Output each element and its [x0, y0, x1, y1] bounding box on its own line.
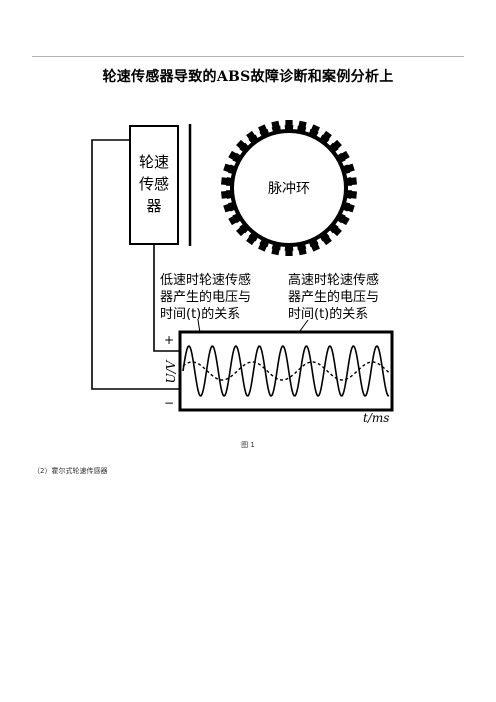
- low-speed-label-3: 时间(t)的关系: [160, 306, 240, 322]
- ring-tooth: [285, 120, 293, 128]
- minus-sign: −: [164, 396, 174, 410]
- ring-notch: [235, 148, 243, 156]
- ring-notch: [255, 237, 262, 245]
- y-axis-label: U/V: [164, 359, 178, 383]
- ring-tooth: [271, 120, 281, 131]
- ring-tooth: [331, 139, 342, 151]
- ring-tooth: [271, 245, 281, 256]
- ring-notch: [305, 243, 311, 250]
- ring-tooth: [321, 234, 332, 246]
- high-speed-waveform: [182, 344, 390, 398]
- ring-tooth: [246, 234, 257, 246]
- ring-tooth: [310, 124, 320, 135]
- ring-notch: [225, 185, 230, 191]
- header-rule: [32, 56, 464, 57]
- ring-notch: [316, 237, 323, 245]
- ring-notch: [305, 126, 311, 133]
- ring-notch: [346, 172, 353, 178]
- sensor-label-line1: 轮速: [139, 153, 169, 171]
- ring-tooth: [223, 163, 234, 173]
- wheel-speed-sensor-diagram: 轮速 传感 器 脉冲环 低速时轮速传感 器产生的电压与 时间(t)的关系 高速时…: [91, 120, 394, 425]
- sensor-label-line2: 传感: [139, 175, 169, 193]
- ring-notch: [267, 243, 273, 250]
- ring-notch: [348, 185, 353, 191]
- ring-notch: [235, 220, 243, 228]
- ring-tooth: [258, 124, 268, 135]
- ring-tooth: [223, 203, 234, 213]
- ring-tooth: [236, 225, 247, 237]
- ring-inner: [234, 133, 344, 243]
- figure-caption: 图 1: [241, 441, 255, 449]
- ring-notch: [335, 148, 343, 156]
- ring-tooth: [339, 150, 350, 162]
- ring-tooth: [285, 248, 293, 256]
- ring-notch: [292, 124, 298, 130]
- ring-tooth: [220, 190, 230, 199]
- ring-notch: [244, 230, 252, 238]
- ring-tooth: [344, 163, 355, 173]
- ring-tooth: [331, 225, 342, 237]
- ring-notch: [244, 138, 252, 146]
- ring-tooth: [228, 150, 239, 162]
- ring-tooth: [258, 241, 268, 252]
- low-speed-label-2: 器产生的电压与: [160, 289, 251, 305]
- ring-tooth: [321, 130, 332, 142]
- ring-tooth: [236, 139, 247, 151]
- ring-tooth: [310, 241, 320, 252]
- ring-tooth: [339, 214, 350, 226]
- high-speed-label-1: 高速时轮速传感: [288, 272, 379, 288]
- ring-notch: [316, 131, 323, 139]
- ring-notch: [335, 220, 343, 228]
- low-speed-waveform: [182, 361, 390, 381]
- sensor-box: [129, 125, 179, 245]
- ring-notch: [267, 126, 273, 133]
- sensor-label-line3: 器: [146, 197, 161, 215]
- ring-notch: [342, 209, 349, 217]
- ring-notch: [225, 198, 232, 204]
- ring-tooth: [220, 177, 230, 186]
- ring-notch: [280, 246, 286, 252]
- sensor-wire-inner: [153, 244, 180, 352]
- high-speed-label-3: 时间(t)的关系: [288, 306, 368, 322]
- ring-notch: [229, 209, 236, 217]
- ring-notch: [342, 159, 349, 167]
- ring-notch: [225, 172, 232, 178]
- high-speed-label-2: 器产生的电压与: [288, 289, 379, 305]
- document-title: 轮速传感器导致的ABS故障诊断和案例分析上: [102, 69, 394, 85]
- ring-notch: [346, 198, 353, 204]
- ring-tooth: [344, 203, 355, 213]
- ring-notch: [229, 159, 236, 167]
- ring-tooth: [348, 190, 358, 199]
- ring-tooth: [297, 245, 307, 256]
- ring-notch: [280, 124, 286, 130]
- sensor-wire-outer: [91, 139, 180, 390]
- pulse-ring: [220, 120, 358, 256]
- ring-notch: [326, 230, 334, 238]
- x-axis-label: t/ms: [363, 411, 389, 425]
- ring-notch: [292, 246, 298, 252]
- oscilloscope-box: [178, 330, 394, 412]
- ring-notch: [326, 138, 334, 146]
- ring-tooth: [246, 130, 257, 142]
- ring-tooth: [348, 177, 358, 186]
- ring-tooth: [228, 214, 239, 226]
- section-heading: （2）霍尔式轮速传感器: [33, 467, 108, 475]
- plus-sign: +: [164, 333, 174, 347]
- ring-label: 脉冲环: [268, 181, 310, 197]
- ring-tooth: [297, 120, 307, 131]
- low-speed-label-1: 低速时轮速传感: [160, 272, 251, 288]
- ring-notch: [255, 131, 262, 139]
